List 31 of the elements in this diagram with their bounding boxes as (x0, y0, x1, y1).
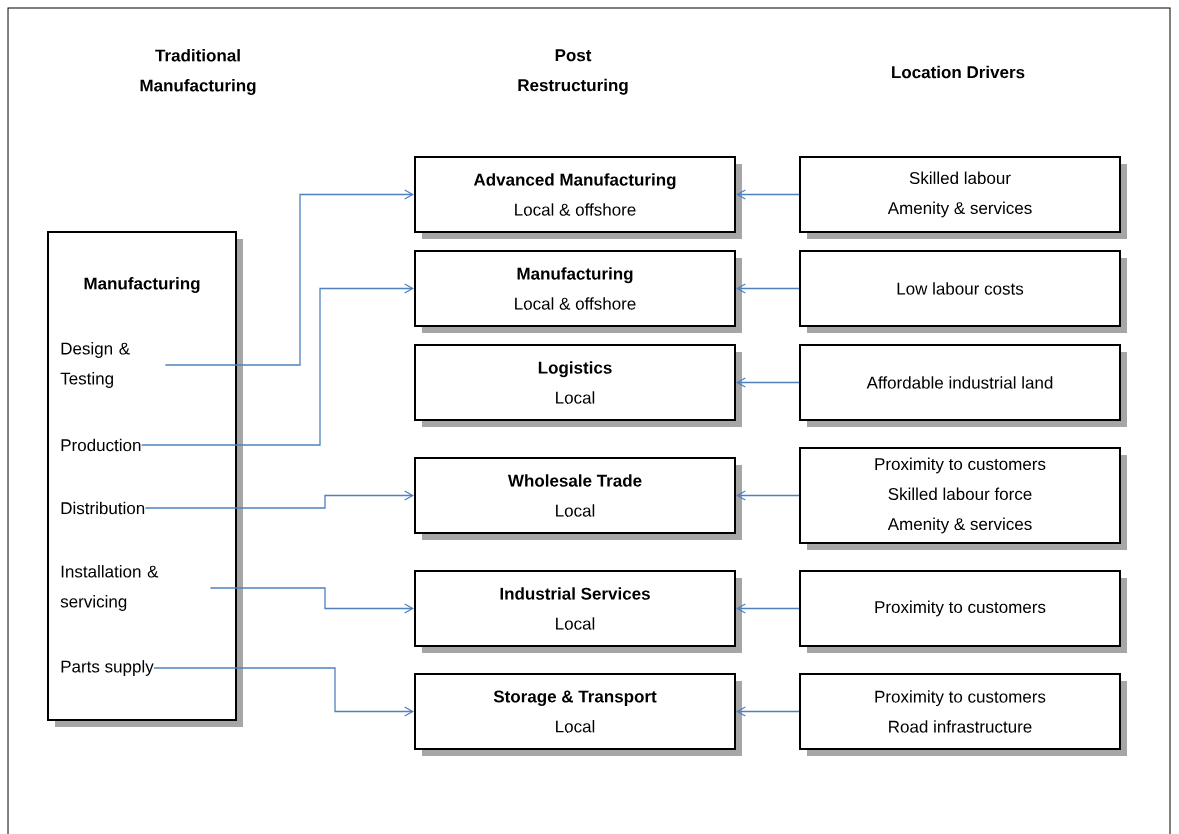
arrow (736, 490, 800, 501)
driver-box: Skilled labour Amenity & services (799, 156, 1127, 239)
item-text: Production (61, 438, 141, 452)
arrow (164, 189, 414, 366)
arrow (736, 189, 800, 200)
arrow (736, 603, 800, 614)
sector-box: Manufacturing Local & offshore (414, 250, 742, 333)
item-text: Installation & servicing (60, 565, 159, 611)
column-heading: Location Drivers (892, 65, 1025, 79)
driver-box: Low labour costs (799, 250, 1127, 333)
driver-box: Proximity to customers Skilled labour force Amenity & services (799, 447, 1127, 550)
sector-box: Advanced Manufacturing Local & offshore (414, 156, 742, 239)
sector-box: Storage & Transport Local (414, 673, 742, 756)
arrow (209, 587, 414, 614)
column-heading: Traditional Manufacturing (140, 49, 256, 95)
arrow (153, 667, 414, 717)
arrow (736, 377, 800, 388)
driver-box: Proximity to customers (799, 570, 1127, 653)
driver-box: Affordable industrial land (799, 344, 1127, 427)
sector-box: Wholesale Trade Local (414, 457, 742, 540)
sector-box: Industrial Services Local (414, 570, 742, 653)
arrow (736, 706, 800, 717)
sector-box: Logistics Local (414, 344, 742, 427)
arrow (736, 283, 800, 294)
item-text: Distribution (61, 501, 145, 515)
item-text: Design & Testing (60, 342, 130, 388)
driver-box: Proximity to customers Road infrastructure (799, 673, 1127, 756)
arrow (144, 490, 414, 509)
item-text: Parts supply (61, 660, 154, 676)
arrow (141, 283, 414, 446)
column-heading: Post Restructuring (518, 49, 628, 95)
